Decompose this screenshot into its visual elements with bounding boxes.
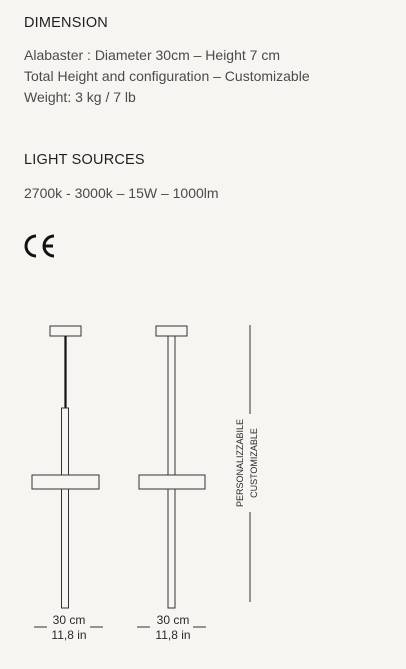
lamp-right-width-cm: 30 cm — [157, 613, 190, 627]
lamp-right-drawing — [137, 325, 206, 628]
lamp-right-disc — [138, 474, 206, 490]
height-label-customizable: CUSTOMIZABLE — [249, 428, 259, 498]
lamp-right-rod — [167, 335, 176, 609]
lamp-left-drawing — [31, 325, 103, 628]
dimension-diameter-height: Alabaster : Diameter 30cm – Height 7 cm — [24, 47, 280, 63]
lamp-left-disc — [31, 474, 100, 490]
ce-mark-icon — [24, 234, 55, 258]
light-sources-spec: 2700k - 3000k – 15W – 1000lm — [24, 185, 219, 201]
dimension-total-height: Total Height and configuration – Customi… — [24, 68, 310, 84]
dimension-weight: Weight: 3 kg / 7 lb — [24, 89, 136, 105]
light-sources-title: LIGHT SOURCES — [24, 152, 145, 168]
lamp-left-width-cm: 30 cm — [53, 613, 86, 627]
lamp-right-canopy — [155, 325, 188, 337]
technical-drawing: 30 cm 11,8 in 30 cm 11,8 in PERSONALIZZA… — [31, 325, 259, 642]
lamp-left-canopy — [49, 325, 82, 337]
dimension-title: DIMENSION — [24, 15, 108, 31]
height-label-personalizzabile: PERSONALIZZABILE — [235, 419, 245, 507]
lamp-left-rod — [61, 407, 69, 609]
lamp-right-width-in: 11,8 in — [155, 628, 190, 642]
lamp-left-width-in: 11,8 in — [51, 628, 86, 642]
